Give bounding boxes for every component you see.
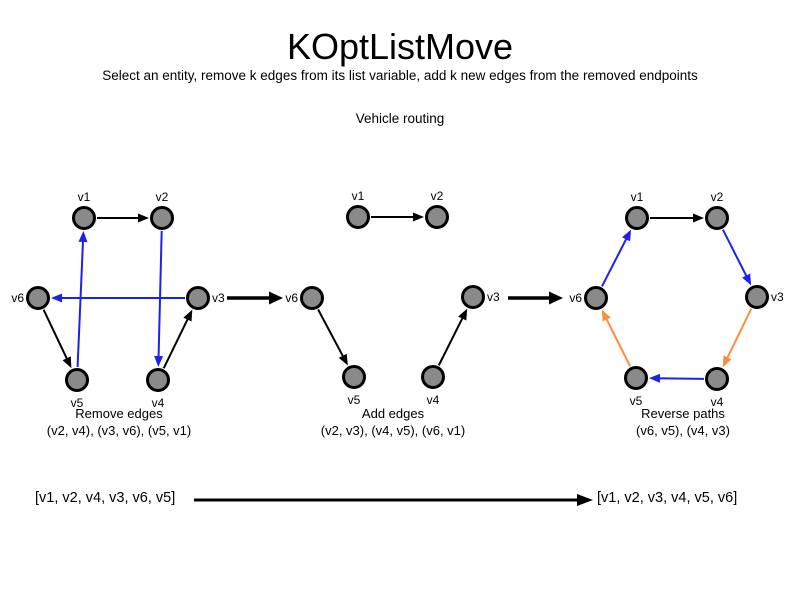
- node-label-add-edges-v1: v1: [352, 189, 365, 203]
- node-label-remove-edges-v1: v1: [78, 190, 91, 204]
- graph-reverse-paths: v1 v2 v6 v3 v5 v4: [569, 190, 784, 409]
- node-add-edges-v6: [300, 286, 324, 310]
- edge-v2-v3-line: [721, 229, 750, 281]
- node-reverse-paths-v4: [705, 367, 729, 391]
- caption-reverse-paths: Reverse paths: [641, 406, 725, 421]
- node-label-reverse-paths-v6: v6: [569, 291, 582, 305]
- edge-v2-v4-arrowhead: [154, 355, 164, 368]
- node-label-remove-edges-v5: v5: [71, 396, 84, 410]
- node-label-remove-edges-v6: v6: [11, 291, 24, 305]
- edge-v3-v4-arrowhead: [722, 355, 732, 368]
- node-add-edges-v4: [421, 365, 445, 389]
- edge-v3-v4-line: [724, 308, 753, 363]
- node-reverse-paths-v1: [625, 206, 649, 230]
- node-label-reverse-paths-v1: v1: [631, 190, 644, 204]
- node-remove-edges-v1: [72, 206, 96, 230]
- edge-v5-v1-line: [76, 236, 85, 368]
- node-label-add-edges-v2: v2: [431, 189, 444, 203]
- edge-v1-v2-arrowhead: [413, 212, 424, 222]
- edge-v2-v3-arrowhead: [742, 273, 752, 286]
- node-remove-edges-v3: [186, 286, 210, 310]
- node-label-reverse-paths-v4: v4: [711, 395, 724, 409]
- node-reverse-paths-v5: [624, 366, 648, 390]
- edge-v5-v1-arrowhead: [78, 230, 88, 243]
- section-label: Vehicle routing: [355, 111, 445, 126]
- subtitle: Select an entity, remove k edges from it…: [102, 68, 698, 83]
- edge-v4-v5-line: [655, 377, 705, 380]
- node-label-reverse-paths-v3: v3: [771, 290, 784, 304]
- transition-arrow-1-arrowhead: [269, 291, 283, 305]
- edge-v1-v2-arrowhead: [138, 213, 149, 223]
- node-label-add-edges-v4: v4: [427, 393, 440, 407]
- node-label-remove-edges-v3: v3: [212, 291, 225, 305]
- node-label-reverse-paths-v5: v5: [630, 394, 643, 408]
- graph-remove-edges: v1 v2 v6 v3 v5 v4: [11, 190, 225, 410]
- list-before: [v1, v2, v4, v3, v6, v5]: [35, 490, 176, 506]
- node-remove-edges-v2: [150, 206, 174, 230]
- edge-v4-v3-arrowhead: [458, 308, 468, 321]
- node-reverse-paths-v3: [745, 285, 769, 309]
- edge-v6-v5-line: [42, 309, 70, 364]
- page-title: KOptListMove: [286, 26, 514, 67]
- node-label-remove-edges-v2: v2: [156, 190, 169, 204]
- node-label-add-edges-v6: v6: [285, 291, 298, 305]
- edge-v6-v1-arrowhead: [622, 229, 632, 242]
- node-remove-edges-v6: [26, 286, 50, 310]
- node-add-edges-v3: [461, 285, 485, 309]
- node-remove-edges-v4: [146, 368, 170, 392]
- edge-v6-v1-line: [601, 234, 630, 287]
- node-label-add-edges-v3: v3: [487, 290, 500, 304]
- edge-v4-v3-line: [437, 313, 466, 366]
- node-remove-edges-v5: [65, 368, 89, 392]
- node-reverse-paths-v6: [584, 286, 608, 310]
- edge-v1-v2-arrowhead: [693, 213, 704, 223]
- edge-v6-v5-arrowhead: [62, 356, 72, 369]
- caption-remove-edges-detail: (v2, v4), (v3, v6), (v5, v1): [46, 423, 192, 438]
- graph-add-edges: v1 v2 v6 v3 v5 v4: [285, 189, 500, 407]
- caption-add-edges: Add edges: [361, 406, 425, 421]
- node-add-edges-v1: [346, 205, 370, 229]
- edge-v3-v6-arrowhead: [51, 293, 62, 303]
- node-add-edges-v2: [425, 205, 449, 229]
- edge-v6-v5-line: [317, 309, 346, 361]
- node-add-edges-v5: [342, 365, 366, 389]
- node-label-remove-edges-v4: v4: [152, 396, 165, 410]
- list-after: [v1, v2, v3, v4, v5, v6]: [597, 490, 738, 506]
- list-transform-arrow-arrowhead: [577, 494, 593, 506]
- node-label-reverse-paths-v2: v2: [711, 190, 724, 204]
- edge-v6-v5-arrowhead: [338, 353, 348, 366]
- caption-reverse-paths-detail: (v6, v5), (v4, v3): [636, 423, 730, 438]
- edge-v2-v4-line: [157, 230, 163, 361]
- transition-arrow-2-arrowhead: [549, 291, 563, 305]
- caption-add-edges-detail: (v2, v3), (v4, v5), (v6, v1): [320, 423, 466, 438]
- caption-remove-edges: Remove edges: [75, 406, 163, 421]
- edge-v4-v3-line: [162, 314, 191, 369]
- node-label-add-edges-v5: v5: [348, 393, 361, 407]
- edge-v4-v5-arrowhead: [648, 373, 661, 383]
- edge-v5-v6-arrowhead: [601, 309, 611, 322]
- edge-v5-v6-line: [603, 314, 632, 367]
- edge-v4-v3-arrowhead: [183, 309, 193, 322]
- node-reverse-paths-v2: [705, 206, 729, 230]
